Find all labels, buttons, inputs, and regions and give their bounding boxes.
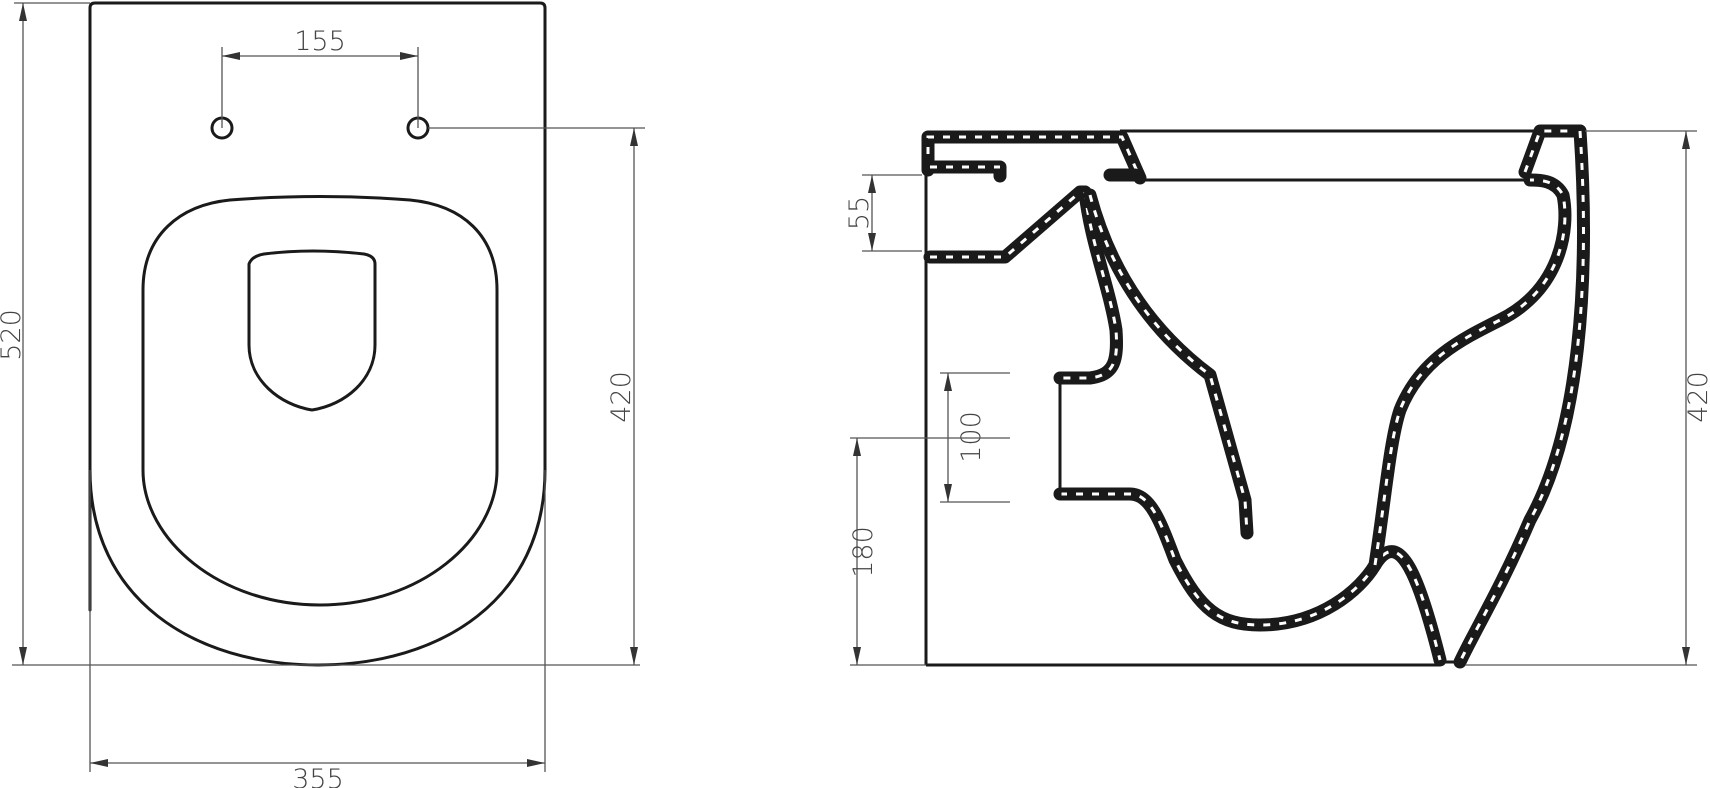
dim-inlet-height: 55 — [844, 174, 922, 252]
dim-hole-spacing: 155 — [221, 26, 419, 128]
dim-outlet-center-height: 180 — [848, 437, 1010, 666]
dim-label-420-side: 420 — [1683, 371, 1710, 423]
cross-section-walls — [921, 124, 1590, 669]
dim-width: 355 — [89, 470, 546, 788]
dim-label-355: 355 — [292, 764, 344, 788]
dim-label-155: 155 — [294, 26, 346, 57]
toilet-body-outline — [88, 1, 547, 667]
dim-side-total: 420 — [1465, 130, 1710, 666]
dim-label-55: 55 — [844, 196, 875, 230]
dim-label-100: 100 — [956, 411, 987, 463]
dim-total-length: 520 — [0, 2, 640, 666]
dim-label-420-top: 420 — [606, 371, 637, 423]
top-view: 155 520 420 355 — [0, 1, 645, 788]
dim-hole-to-front: 420 — [428, 127, 645, 665]
dim-label-180: 180 — [848, 526, 879, 578]
seat-outline — [141, 195, 499, 607]
bowl-opening — [247, 249, 377, 412]
side-view: 55 100 180 420 — [844, 124, 1710, 669]
dim-label-520: 520 — [0, 309, 27, 361]
